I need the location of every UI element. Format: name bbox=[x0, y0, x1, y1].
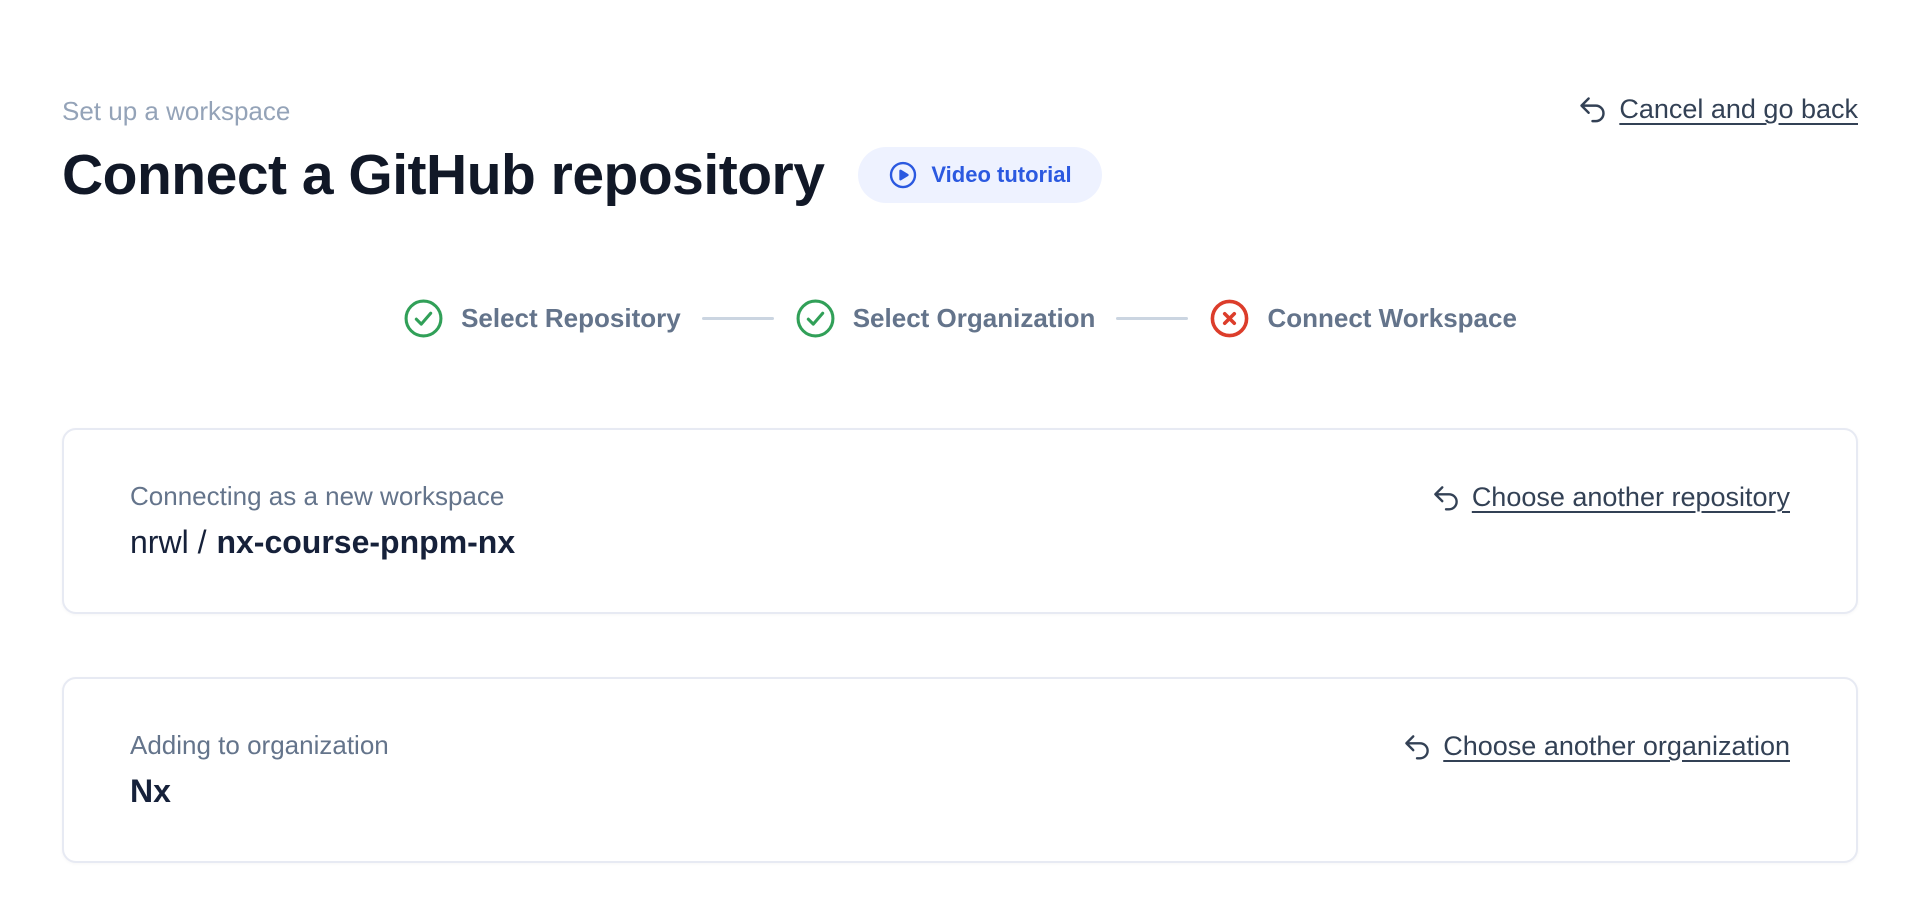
cards-section: Connecting as a new workspace nrwl /nx-c… bbox=[62, 428, 1858, 863]
page-title: Connect a GitHub repository bbox=[62, 143, 825, 207]
play-circle-icon bbox=[888, 160, 918, 190]
step-select-repository: Select Repository bbox=[403, 298, 681, 339]
cancel-and-go-back-label: Cancel and go back bbox=[1619, 94, 1858, 124]
header-left: Set up a workspace Connect a GitHub repo… bbox=[62, 96, 1102, 206]
choose-another-repository-label: Choose another repository bbox=[1471, 482, 1790, 512]
organization-card: Adding to organization Nx Choose another… bbox=[62, 677, 1858, 863]
step-label: Select Organization bbox=[852, 303, 1096, 333]
stepper-connector bbox=[1116, 317, 1189, 320]
undo-arrow-icon bbox=[1431, 483, 1461, 513]
choose-another-organization-label: Choose another organization bbox=[1443, 731, 1790, 761]
video-tutorial-label: Video tutorial bbox=[931, 162, 1072, 187]
organization-card-info: Adding to organization Nx bbox=[130, 729, 389, 811]
organization-name: Nx bbox=[130, 773, 171, 809]
setup-workspace-page: Set up a workspace Connect a GitHub repo… bbox=[62, 94, 1858, 863]
repository-card-info: Connecting as a new workspace nrwl /nx-c… bbox=[130, 480, 515, 562]
page-header: Set up a workspace Connect a GitHub repo… bbox=[62, 94, 1858, 206]
step-label: Select Repository bbox=[461, 303, 681, 333]
repository-repo-name: nx-course-pnpm-nx bbox=[216, 524, 516, 560]
repository-owner: nrwl / bbox=[130, 524, 207, 560]
step-label: Connect Workspace bbox=[1267, 303, 1517, 333]
cancel-and-go-back-link[interactable]: Cancel and go back bbox=[1577, 94, 1858, 125]
x-circle-icon bbox=[1209, 298, 1250, 339]
title-row: Connect a GitHub repository Video tutori… bbox=[62, 144, 1102, 206]
step-connect-workspace: Connect Workspace bbox=[1209, 298, 1517, 339]
check-circle-icon bbox=[403, 298, 444, 339]
check-circle-icon bbox=[795, 298, 836, 339]
repository-card-label: Connecting as a new workspace bbox=[130, 481, 505, 511]
choose-another-organization-link[interactable]: Choose another organization bbox=[1402, 731, 1790, 762]
video-tutorial-button[interactable]: Video tutorial bbox=[858, 147, 1102, 203]
repository-card: Connecting as a new workspace nrwl /nx-c… bbox=[62, 428, 1858, 614]
choose-another-repository-link[interactable]: Choose another repository bbox=[1431, 482, 1790, 513]
eyebrow-label: Set up a workspace bbox=[62, 96, 291, 126]
undo-arrow-icon bbox=[1577, 94, 1608, 125]
step-select-organization: Select Organization bbox=[795, 298, 1096, 339]
undo-arrow-icon bbox=[1402, 732, 1432, 762]
organization-card-label: Adding to organization bbox=[130, 730, 389, 760]
stepper-connector bbox=[701, 317, 774, 320]
setup-stepper: Select Repository Select Organization Co… bbox=[62, 298, 1858, 339]
repository-name: nrwl /nx-course-pnpm-nx bbox=[130, 522, 515, 562]
